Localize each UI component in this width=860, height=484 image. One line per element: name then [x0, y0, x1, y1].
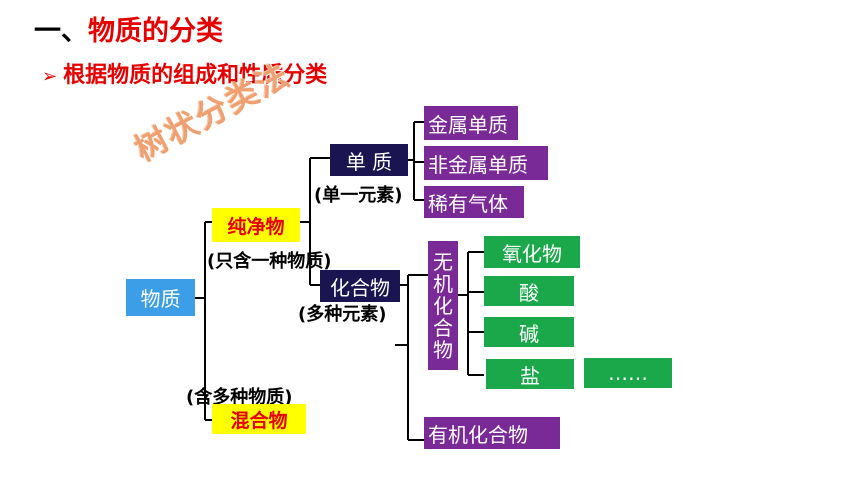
node-noble-gas: 稀有气体 [424, 186, 524, 218]
node-salt: 盐 [486, 359, 574, 389]
note-element: (单一元素) [314, 185, 403, 206]
subtitle: ➢根据物质的组成和性质分类 [42, 60, 327, 93]
inorganic-char: 物 [433, 337, 453, 362]
node-inorganic-compound: 无 机 化 合 物 [428, 241, 458, 370]
note-compound: (多种元素) [298, 304, 387, 325]
node-base: 碱 [484, 317, 574, 347]
connector-pure [300, 157, 330, 286]
title-number: 一、 [34, 16, 88, 47]
node-metal-element: 金属单质 [424, 106, 518, 140]
inorganic-char: 机 [433, 271, 453, 296]
connector-element [408, 121, 424, 201]
connector-root [195, 221, 212, 421]
node-nonmetal-element: 非金属单质 [424, 146, 548, 180]
node-mixture: 混合物 [212, 404, 306, 434]
page-title: 一、物质的分类 [34, 12, 223, 52]
node-acid: 酸 [484, 276, 574, 306]
inorganic-char: 无 [433, 249, 453, 274]
note-mixture: (含多种物质) [186, 387, 293, 408]
node-compound: 化合物 [320, 270, 400, 302]
inorganic-char: 化 [433, 293, 453, 318]
node-substance: 物质 [126, 279, 195, 316]
subtitle-text: 根据物质的组成和性质分类 [63, 63, 328, 88]
inorganic-char: 合 [433, 315, 453, 340]
node-element: 单 质 [330, 144, 408, 176]
node-pure-substance: 纯净物 [212, 208, 300, 242]
node-more: …… [584, 358, 672, 388]
title-text: 物质的分类 [88, 16, 223, 47]
node-oxide: 氧化物 [484, 236, 580, 268]
arrow-bullet-icon: ➢ [42, 66, 58, 87]
connector-compound [395, 274, 428, 441]
connector-inorganic [458, 251, 484, 376]
node-organic-compound: 有机化合物 [424, 417, 560, 449]
note-pure-substance: (只含一种物质) [207, 251, 332, 272]
